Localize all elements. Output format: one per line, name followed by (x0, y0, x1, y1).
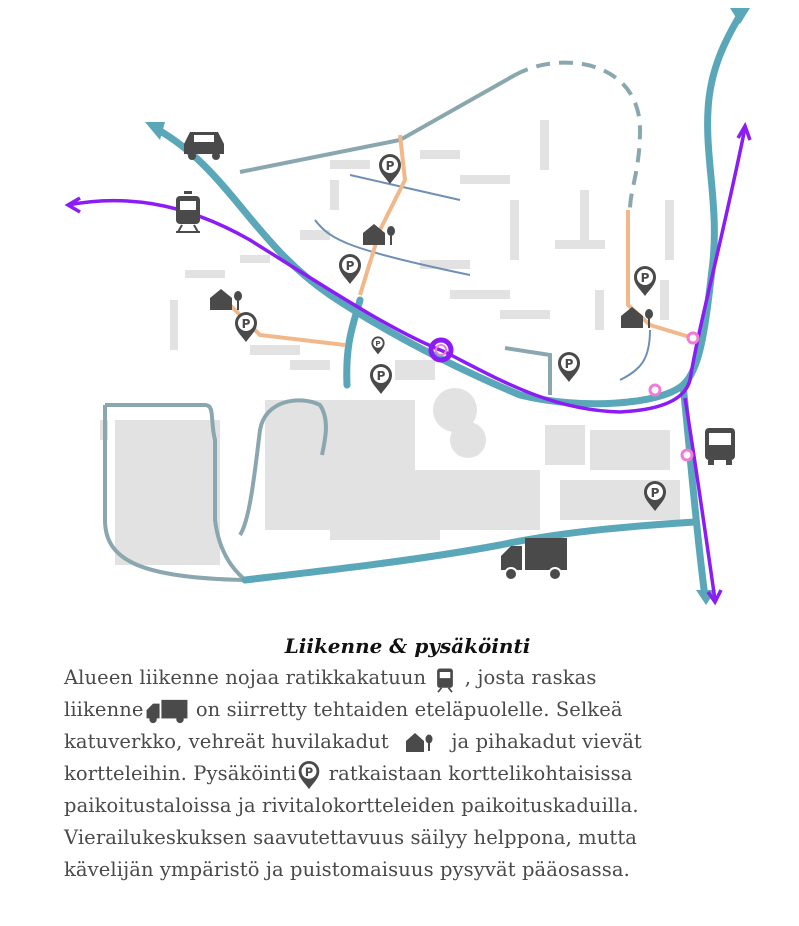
caption-text: Vierailukeskuksen saavutettavuus säilyy … (64, 826, 638, 849)
parking-pin-icon (371, 336, 385, 355)
courtyard-streets (223, 134, 694, 347)
caption-text: ja pihakadut vievät (451, 730, 642, 753)
caption-line: Alueen liikenne nojaa ratikkakatuun , jo… (64, 662, 596, 694)
caption-text: Alueen liikenne nojaa ratikkakatuun (64, 666, 427, 689)
caption-text: katuverkko, vehreät huvilakadut (64, 730, 389, 753)
parking-pin-icon (558, 352, 580, 382)
parking-pin-icon (634, 266, 656, 296)
bus-stop (680, 448, 694, 462)
parking-pin-icon (235, 312, 257, 342)
caption-text: kortteleihin. Pysäköinti (64, 762, 297, 785)
parking-pin-icon (379, 154, 401, 184)
tram-stop-inner (435, 344, 447, 356)
bus-stop (648, 383, 662, 397)
caption-text: paikoitustaloissa ja rivitalokortteleide… (64, 794, 639, 817)
caption-line: liikenne on siirretty tehtaiden eteläpuo… (64, 694, 623, 726)
house-tree-icon (621, 307, 653, 328)
svg-text:P: P (305, 765, 313, 778)
parking-pin-icon (339, 254, 361, 284)
caption-line: paikoitustaloissa ja rivitalokortteleide… (64, 790, 639, 822)
caption-line: kortteleihin. Pysäköinti P ratkaistaan ko… (64, 758, 632, 790)
buildings (100, 120, 680, 565)
parking-pin-icon (370, 364, 392, 394)
local-streets (314, 174, 651, 381)
truck-icon (146, 699, 187, 723)
house-tree-icon (363, 224, 395, 245)
caption-text: , josta raskas (464, 666, 597, 689)
caption: Liikenne & pysäköinti Alueen liikenne no… (0, 630, 799, 881)
parking-pin-icon: P (299, 760, 320, 789)
caption-line: kävelijän ympäristö ja puistomaisuus pys… (64, 854, 630, 886)
tram-icon (176, 191, 200, 233)
caption-line: katuverkko, vehreät huvilakadut ja pihak… (64, 726, 642, 758)
car-icon (184, 132, 224, 160)
caption-text: liikenne (64, 698, 144, 721)
caption-text: kävelijän ympäristö ja puistomaisuus pys… (64, 858, 630, 881)
caption-title: Liikenne & pysäköinti (284, 634, 531, 658)
tram-line (64, 121, 752, 606)
house-tree-icon (210, 289, 242, 310)
tram-stop (428, 337, 454, 363)
caption-text: ratkaistaan korttelikohtaisissa (328, 762, 633, 785)
caption-text: on siirretty tehtaiden eteläpuolelle. Se… (195, 698, 623, 721)
tram-icon (437, 668, 454, 693)
caption-line: Vierailukeskuksen saavutettavuus säilyy … (64, 822, 637, 854)
truck-icon (501, 538, 567, 581)
bus-stop (686, 331, 700, 345)
bus-icon (705, 428, 735, 465)
traffic-map: P (64, 8, 752, 606)
house-tree-icon (406, 732, 433, 752)
